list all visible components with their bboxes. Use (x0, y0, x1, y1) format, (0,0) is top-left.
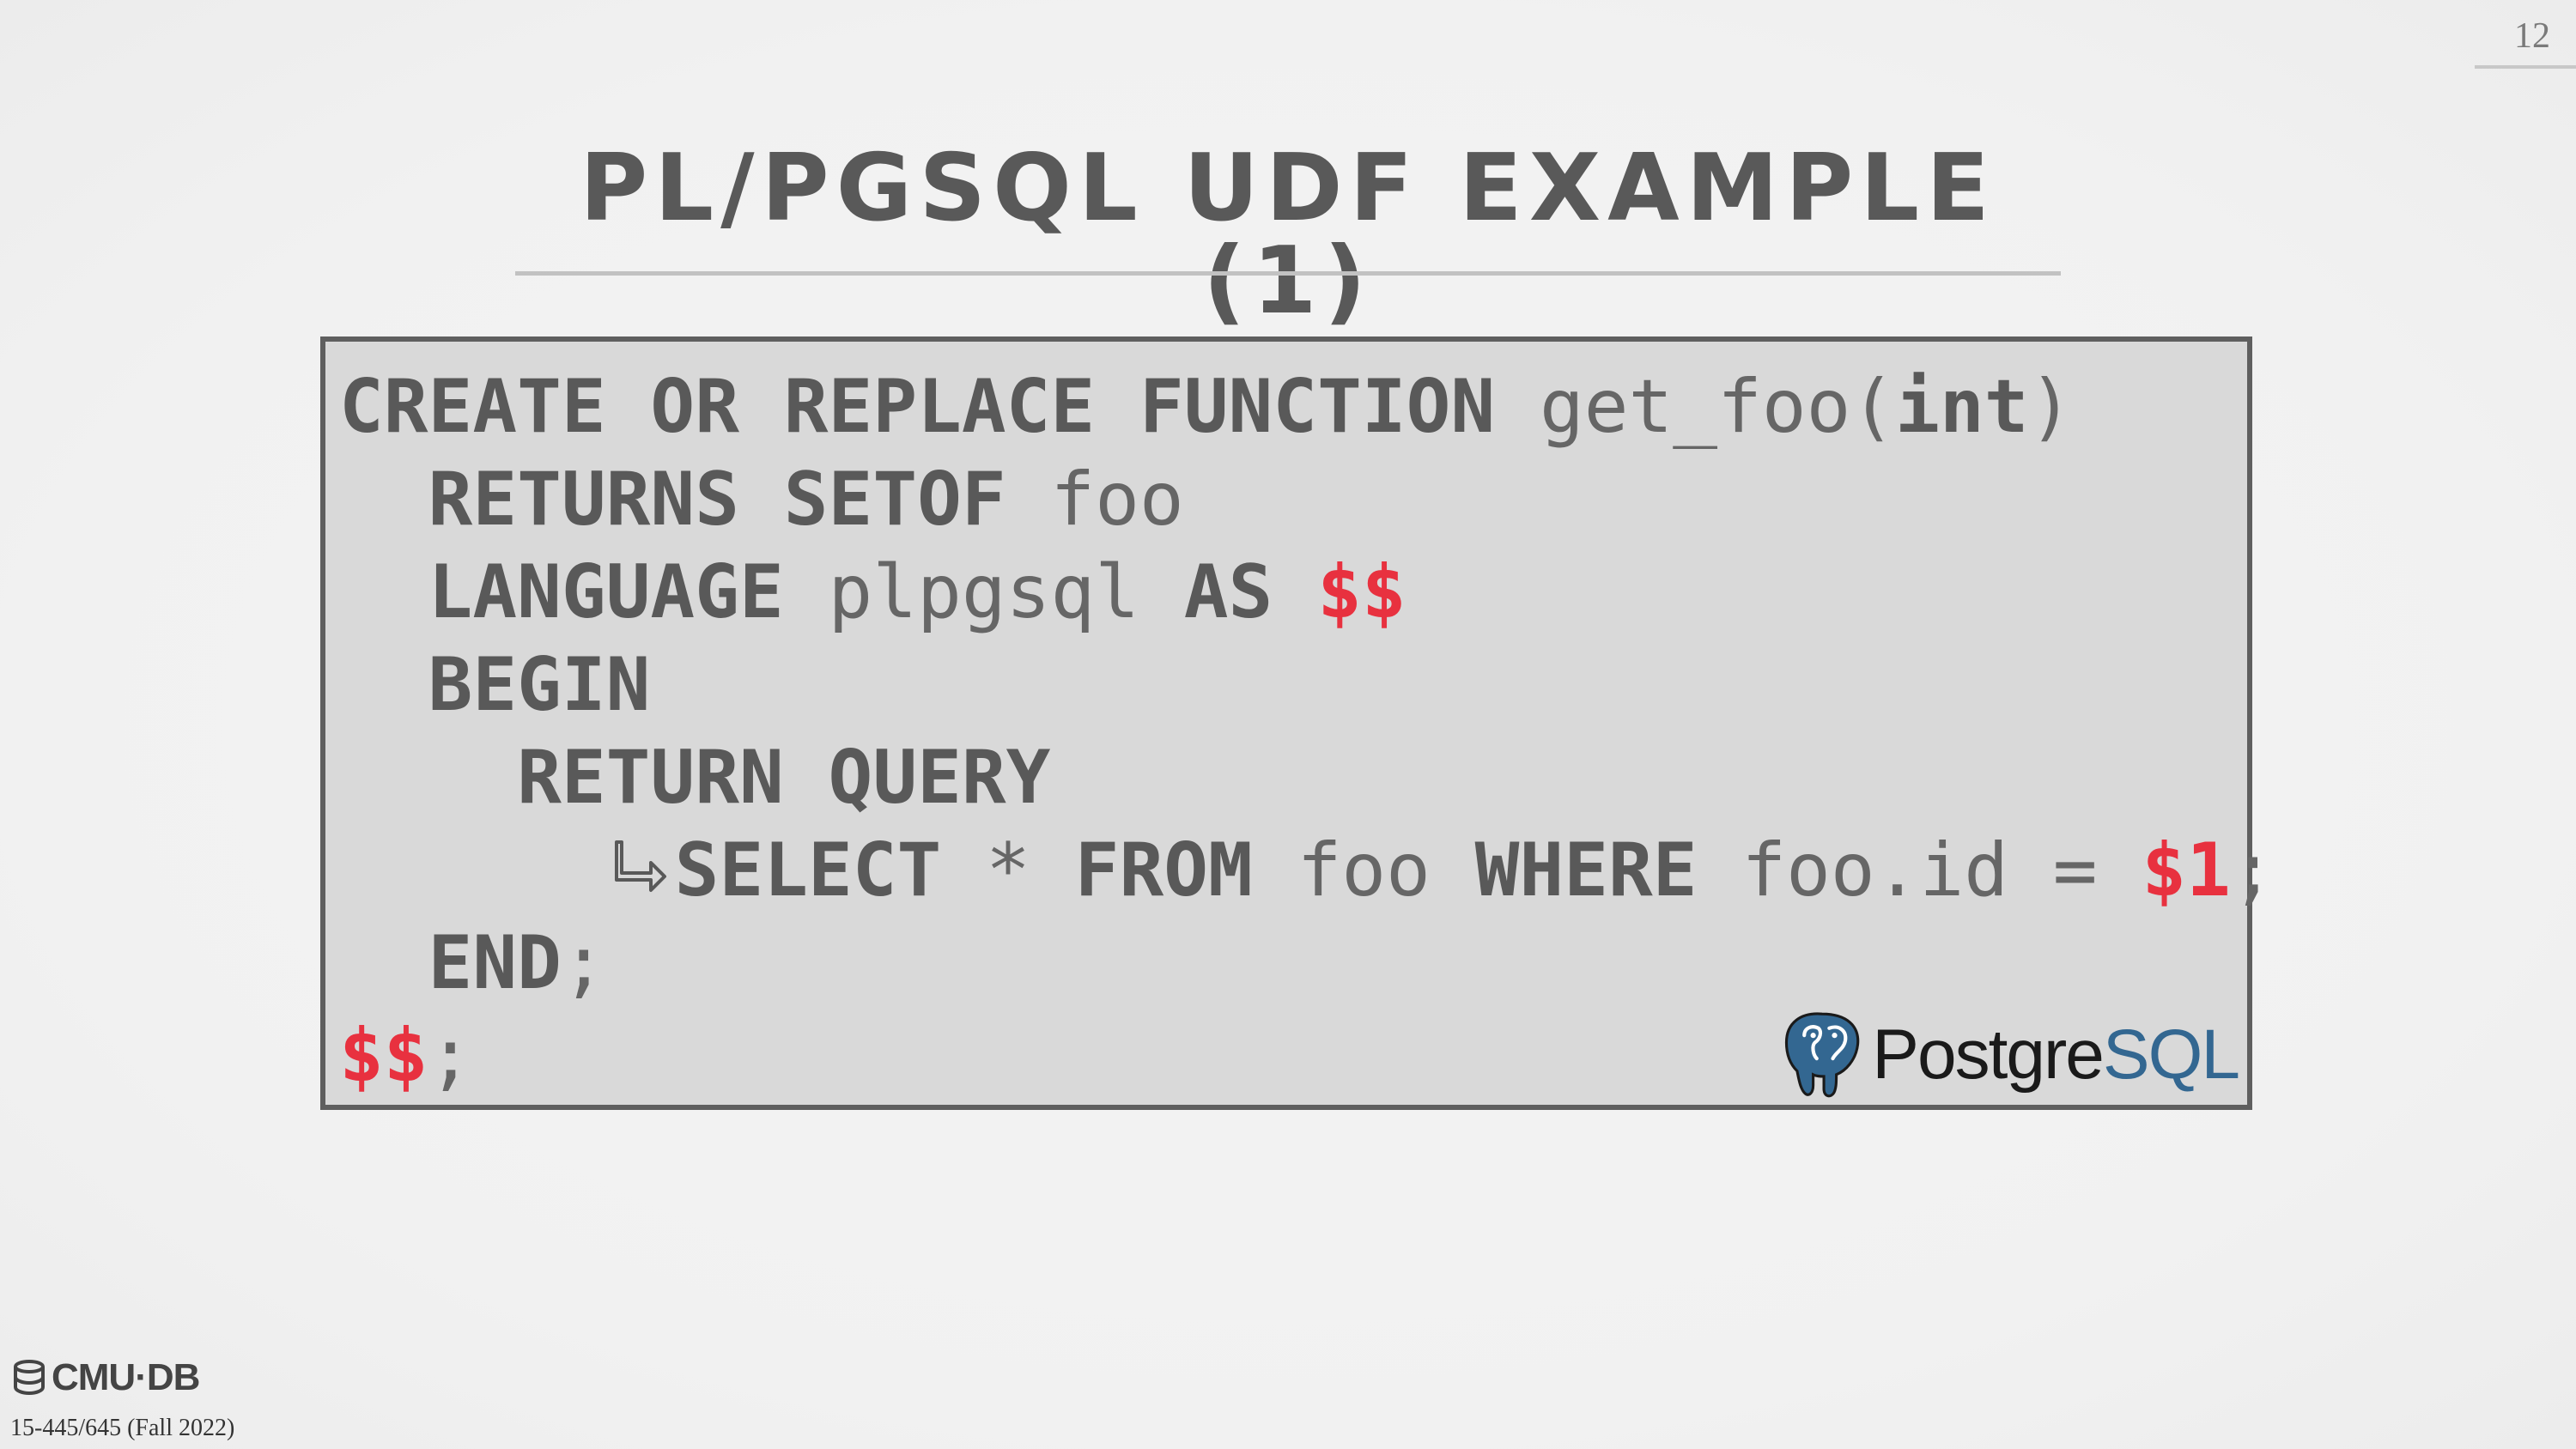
elephant-icon (1785, 1012, 1860, 1098)
code-line: $$; (339, 1009, 2275, 1102)
code-token: END (339, 920, 562, 1006)
code-line: CREATE OR REPLACE FUNCTION get_foo(int) (339, 361, 2275, 453)
code-token: AS (1183, 549, 1318, 635)
code-token: RETURNS SETOF (339, 457, 1051, 543)
course-label: 15-445/645 (Fall 2022) (10, 1415, 235, 1441)
code-token: $$ (1317, 549, 1406, 635)
code-token: WHERE (1474, 828, 1742, 913)
code-listing: CREATE OR REPLACE FUNCTION get_foo(int) … (339, 361, 2275, 1102)
code-token: int (1895, 364, 2029, 450)
postgresql-wordmark-blue: SQL (2102, 1016, 2240, 1094)
code-token: * (986, 828, 1075, 913)
code-token: get_foo( (1539, 364, 1896, 450)
code-line: END; (339, 917, 2275, 1009)
code-line: RETURNS SETOF foo (339, 453, 2275, 546)
slide-number: 12 (2514, 16, 2550, 56)
code-token: SELECT (674, 828, 987, 913)
code-line: BEGIN (339, 639, 2275, 731)
code-token: ) (2028, 364, 2074, 450)
code-token: foo (1297, 828, 1475, 913)
cmu-db-logo-text: CMU·DB (52, 1356, 200, 1398)
code-line: SELECT * FROM foo WHERE foo.id = $1; (339, 824, 2275, 917)
code-line: RETURN QUERY (339, 731, 2275, 824)
code-token: $$ (339, 1013, 428, 1099)
slide-number-divider (2475, 65, 2576, 69)
postgresql-wordmark-dark: Postgre (1872, 1016, 2105, 1094)
code-line: LANGUAGE plpgsql AS $$ (339, 546, 2275, 639)
cmu-db-logo: CMU·DB (10, 1356, 200, 1399)
line-continuation-icon (614, 840, 666, 892)
code-token: ; (561, 920, 606, 1006)
code-token: RETURN QUERY (339, 735, 1051, 821)
code-token: ; (428, 1013, 473, 1099)
code-token: foo (1050, 457, 1184, 543)
code-token: ; (2230, 828, 2275, 913)
code-token: plpgsql (828, 549, 1184, 635)
code-block: CREATE OR REPLACE FUNCTION get_foo(int) … (320, 336, 2275, 1110)
code-token: $1 (2142, 828, 2231, 913)
code-token: LANGUAGE (339, 549, 829, 635)
code-token (339, 828, 606, 913)
code-token: FROM (1074, 828, 1297, 913)
code-token: CREATE OR REPLACE FUNCTION (339, 364, 1540, 450)
title-underline (515, 271, 2061, 276)
slide-title: PL/PGSQL UDF EXAMPLE (1) (580, 135, 1996, 335)
code-token: foo.id = (1741, 828, 2142, 913)
code-token: BEGIN (339, 642, 651, 728)
database-icon (14, 1360, 45, 1396)
